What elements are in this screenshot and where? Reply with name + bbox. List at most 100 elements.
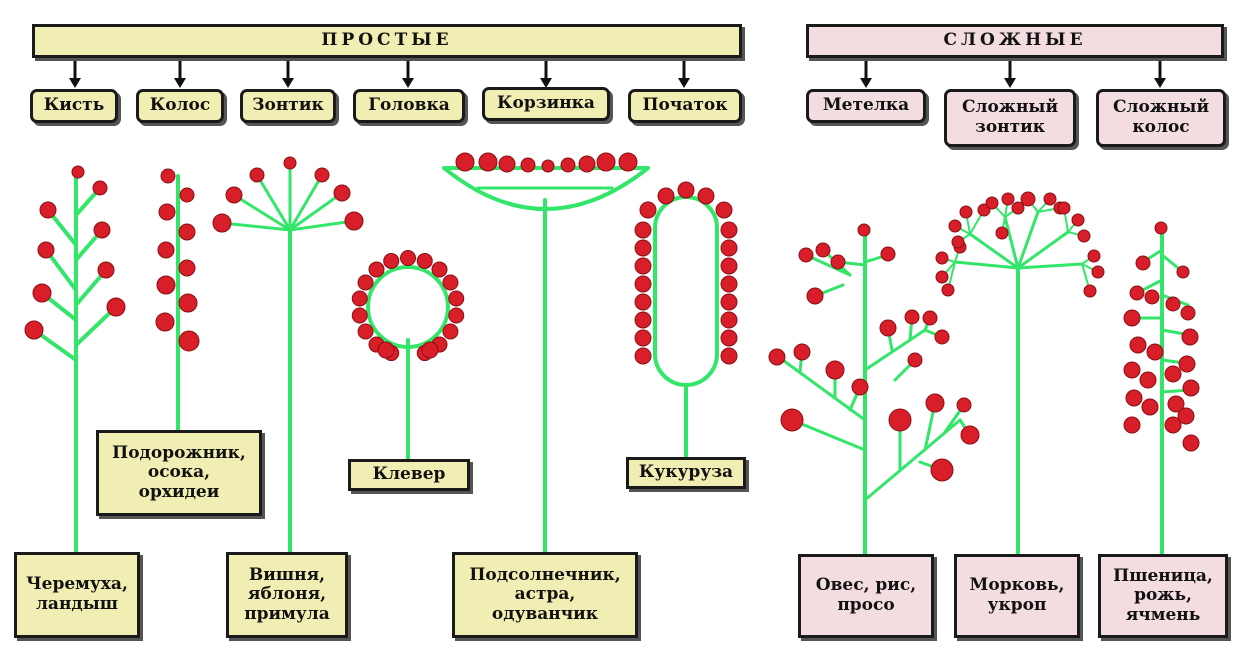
flower-dot (951, 235, 965, 249)
flower-dot (1123, 361, 1141, 379)
flower-dot (985, 196, 999, 210)
flower-dot (560, 157, 576, 173)
arrow-head (860, 78, 872, 88)
flower-dot (39, 201, 57, 219)
flower-dot (179, 187, 195, 203)
flower-dot (1165, 296, 1181, 312)
flower-dot (888, 408, 912, 432)
flower-dot (106, 297, 126, 317)
flower-dot (520, 157, 536, 173)
stem-line (1016, 230, 1070, 270)
arrow-head (1154, 78, 1166, 88)
arrow-head (678, 78, 690, 88)
flower-dot (1176, 265, 1190, 279)
flower-dot (160, 168, 176, 184)
flower-dot (1129, 285, 1145, 301)
flower-dot (1125, 389, 1143, 407)
flower-dot (1164, 416, 1182, 434)
flower-dot (634, 275, 652, 293)
flower-dot (97, 261, 115, 279)
type-slozhnyi-kolos: Сложный колос (1096, 89, 1226, 147)
label-cheremukha: Черемуха, ландыш (14, 552, 140, 638)
flower-dot (1178, 355, 1196, 373)
flower-dot (249, 167, 265, 183)
flower-dot (93, 221, 111, 239)
flower-dot (1164, 365, 1182, 383)
flower-dot (925, 393, 945, 413)
flower-dot (448, 307, 465, 324)
flower-dot (178, 259, 196, 277)
receptacle (442, 166, 650, 211)
flower-dot (995, 226, 1009, 240)
flower-dot (212, 213, 232, 233)
flower-dot (1011, 201, 1025, 215)
flower-dot (32, 283, 52, 303)
label-podorozhnik: Подорожник, осока, орхидеи (96, 430, 262, 516)
flower-dot (720, 239, 738, 257)
flower-dot (780, 408, 804, 432)
flower-dot (935, 270, 949, 284)
arrow-head (402, 78, 414, 88)
head-ring (366, 265, 450, 349)
stem-line (288, 219, 356, 232)
flower-dot (37, 241, 55, 259)
flower-dot (618, 152, 638, 172)
flower-dot (377, 341, 395, 359)
spadix-outline (653, 195, 719, 387)
flower-dot (1141, 398, 1159, 416)
flower-dot (157, 241, 175, 259)
flower-dot (934, 329, 950, 345)
type-golovka: Головка (353, 89, 465, 123)
flower-dot (442, 323, 459, 340)
stem-line (1016, 262, 1084, 270)
flower-dot (541, 159, 555, 173)
type-zontik: Зонтик (240, 89, 336, 123)
flower-dot (344, 211, 364, 231)
flower-dot (1087, 249, 1101, 263)
flower-dot (793, 343, 811, 361)
type-kolos: Колос (136, 89, 224, 123)
flower-dot (948, 219, 962, 233)
label-podsolnechnik: Подсолнечник, астра, одуванчик (452, 552, 638, 638)
flower-dot (857, 223, 871, 237)
flower-dot (71, 165, 85, 179)
flower-dot (634, 221, 652, 239)
stem-line (288, 191, 344, 232)
flower-dot (421, 341, 439, 359)
flower-dot (657, 187, 675, 205)
flower-dot (1177, 407, 1195, 425)
flower-dot (1181, 328, 1199, 346)
flower-dot (357, 323, 374, 340)
stem-line (863, 328, 927, 372)
arrow-head (69, 78, 81, 88)
flower-dot (959, 205, 973, 219)
flower-dot (383, 252, 400, 269)
flower-dot (1180, 305, 1196, 321)
flower-dot (1001, 192, 1015, 206)
flower-dot (314, 167, 330, 183)
flower-dot (1091, 265, 1105, 279)
flower-dot (416, 252, 433, 269)
flower-dot (1139, 371, 1157, 389)
flower-dot (156, 275, 176, 295)
flower-dot (720, 347, 738, 365)
flower-dot (904, 309, 920, 325)
stem-line (790, 418, 867, 452)
stem-line (804, 253, 852, 277)
flower-dot (851, 378, 869, 396)
flower-dot (798, 247, 814, 263)
type-kist: Кисть (30, 89, 118, 123)
flower-dot (715, 201, 733, 219)
type-slozhnyi-zontik: Сложный зонтик (944, 89, 1076, 147)
label-vishnya: Вишня, яблоня, примула (226, 552, 348, 638)
connector-arrows (69, 58, 1166, 88)
flower-dot (935, 251, 949, 265)
flower-dot (634, 329, 652, 347)
stem-line (1003, 215, 1020, 270)
stem-line (232, 193, 292, 232)
flower-dot (879, 319, 897, 337)
flower-dot (155, 312, 175, 332)
flower-dot (634, 257, 652, 275)
flower-dot (768, 348, 786, 366)
flower-dot (1135, 255, 1151, 271)
